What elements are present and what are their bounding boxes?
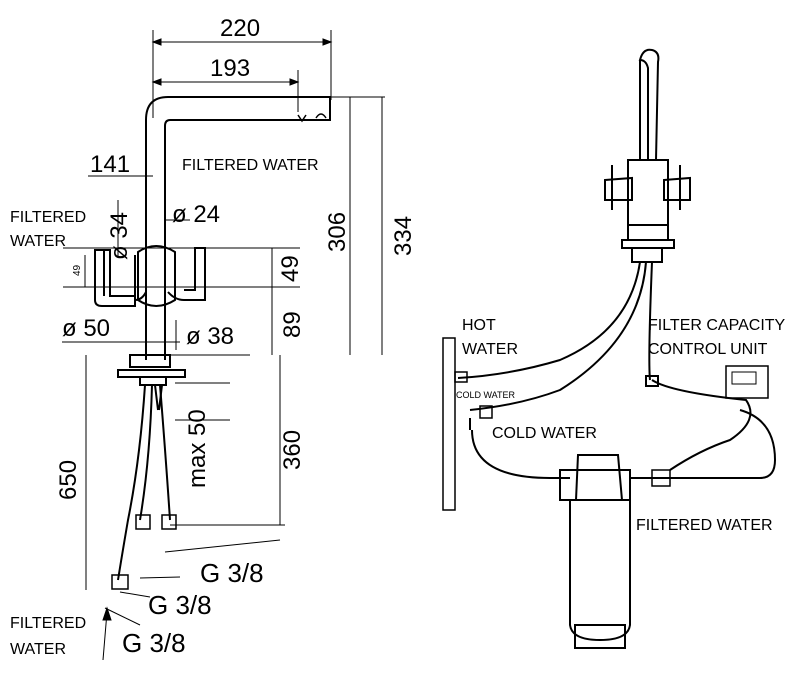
label-filtered-water-bottom-2: WATER [10,641,66,658]
dim-650: 650 [55,460,82,500]
label-hot-1: HOT [462,317,496,334]
dim-193: 193 [210,55,250,82]
dim-49-small: 49 [72,264,83,276]
label-filtered-water-bottom-1: FILTERED [10,615,86,632]
label-filtered-water-right: FILTERED WATER [636,517,773,534]
installation-view [442,48,777,649]
tap-elevation [62,30,385,661]
thread-g38-a: G 3/8 [200,558,264,588]
dim-50: ø 50 [62,315,110,342]
label-cold-water-small: COLD WATER [456,390,516,400]
dim-34: ø 34 [106,212,133,260]
label-filtered-water-left-2: WATER [10,233,66,250]
dim-24: ø 24 [172,201,220,228]
thread-g38-c: G 3/8 [122,628,186,658]
label-filter-capacity-2: CONTROL UNIT [648,341,768,358]
dim-38: ø 38 [186,323,234,350]
dim-max50: max 50 [184,409,211,488]
dim-89: 89 [279,311,306,338]
dim-220: 220 [220,15,260,42]
label-cold-water: COLD WATER [492,425,597,442]
label-filter-capacity-1: FILTER CAPACITY [648,317,786,334]
dim-49: 49 [277,255,304,282]
label-filtered-water-spout: FILTERED WATER [182,157,319,174]
dim-141: 141 [90,151,130,178]
thread-g38-b: G 3/8 [148,590,212,620]
label-filtered-water-left-1: FILTERED [10,209,86,226]
dim-334: 334 [390,216,417,256]
label-hot-2: WATER [462,341,518,358]
dim-360: 360 [279,430,306,470]
dim-306: 306 [324,212,351,252]
